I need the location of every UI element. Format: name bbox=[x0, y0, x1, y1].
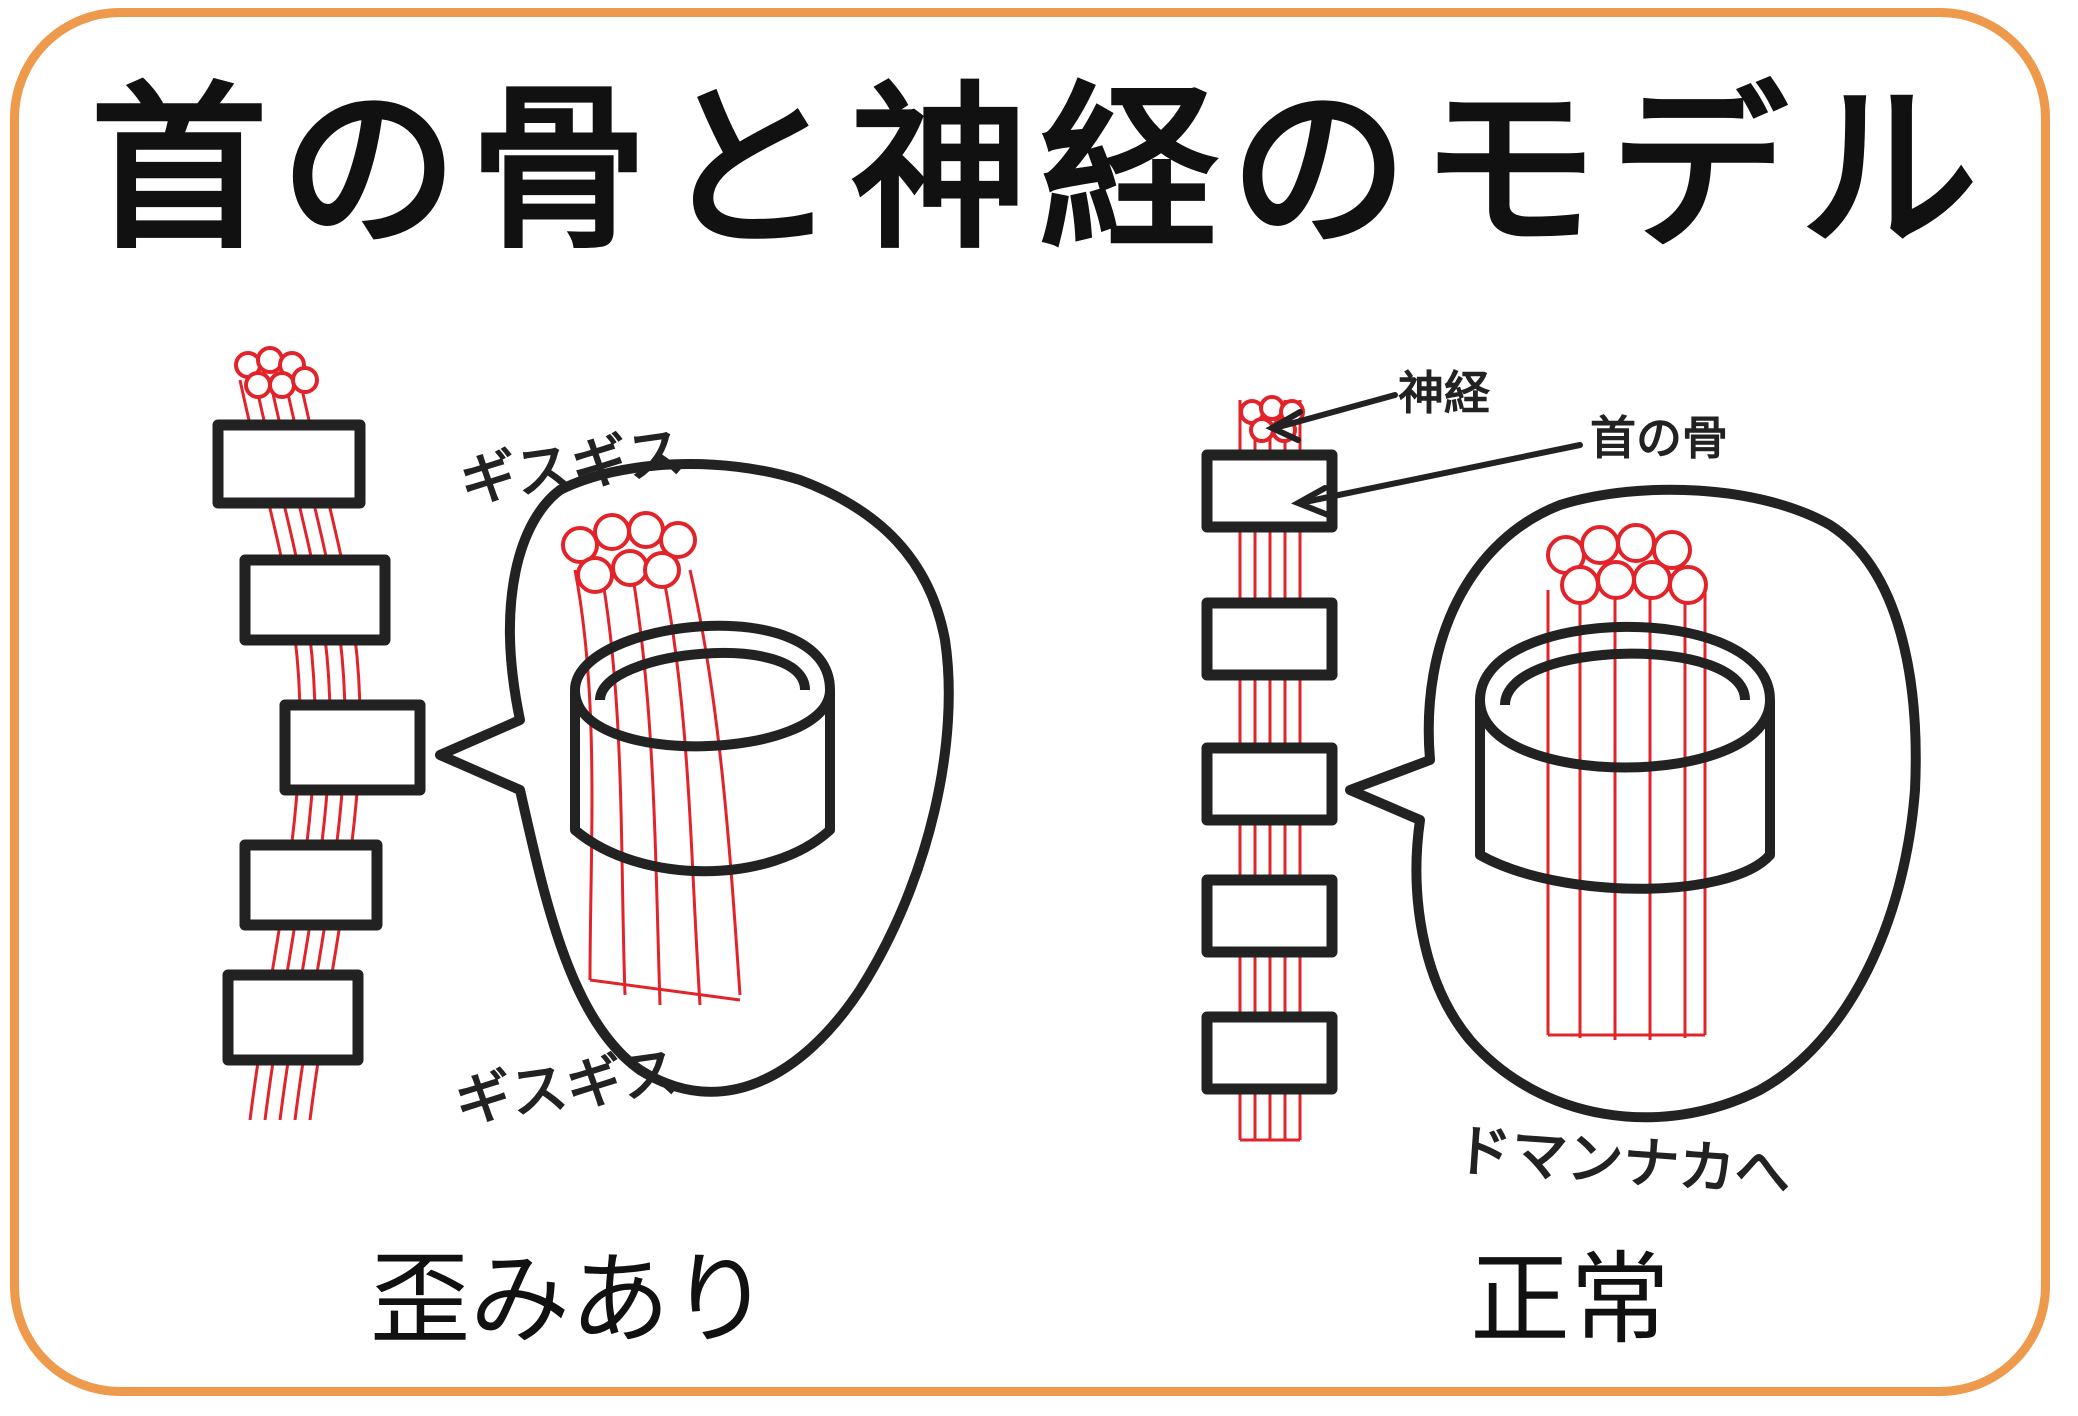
left-nerve-ends bbox=[234, 346, 319, 399]
right-zoom-nerve-ends bbox=[1546, 523, 1708, 605]
nerve-label: 神経 bbox=[1398, 366, 1490, 420]
left-zoom-vertebra-ring bbox=[570, 620, 835, 877]
right-vertebrae bbox=[1201, 449, 1338, 1095]
left-vertebrae bbox=[212, 419, 426, 1066]
left-caption: 歪みあり bbox=[370, 1241, 770, 1358]
bone-label: 首の骨 bbox=[1590, 411, 1728, 465]
left-zoom-nerve bbox=[573, 559, 742, 1006]
right-caption: 正常 bbox=[1470, 1241, 1670, 1358]
right-zoom-vertebra-ring bbox=[1475, 621, 1775, 894]
left-speech-bubble bbox=[435, 458, 954, 1097]
left-zoom-nerve-ends bbox=[561, 511, 697, 594]
nerve-pointer-arrow bbox=[1265, 392, 1398, 443]
page-title: 首の骨と神経のモデル bbox=[90, 64, 1990, 273]
bone-pointer-arrow bbox=[1291, 442, 1583, 518]
right-speech-bubble bbox=[1345, 484, 1921, 1123]
